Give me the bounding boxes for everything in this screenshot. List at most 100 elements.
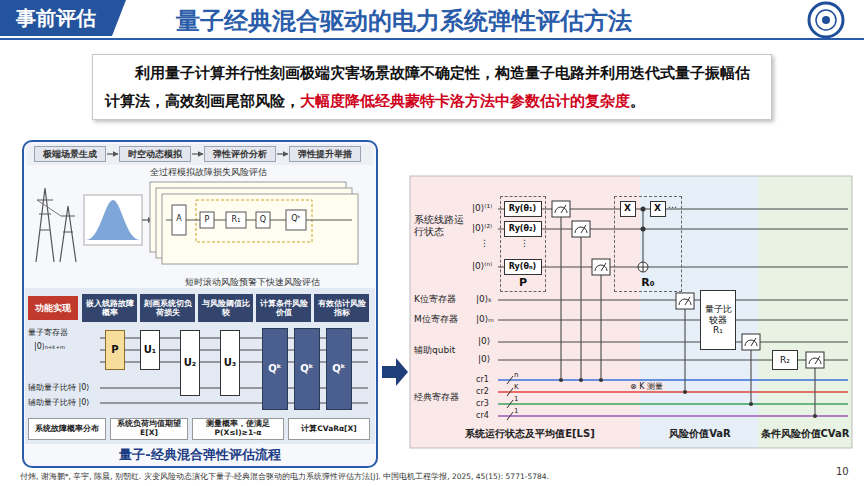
illustration-stroke [641,207,646,212]
illustration-stroke [684,309,685,390]
illustration-stroke [382,358,408,386]
illustration-stroke [507,400,513,408]
gate-box: Ry(θₙ) [504,259,542,275]
illustration-stroke [749,402,753,406]
label: |0⟩ₙ₊ₖ₊ₘ [34,342,65,351]
node-text: 刻画系统切负荷损失 [142,299,193,317]
comparator-box: 量子比较器R₁ [700,290,736,350]
gate-box: Qᵏ [294,328,320,410]
flow-arrow [107,153,118,154]
illustration-stroke [498,391,848,393]
illustration-stroke [559,207,817,419]
section-tab: 事前评估 [0,0,112,36]
step-box: 极端场景生成 [34,146,106,162]
illustration-stroke [112,0,126,36]
label: 量子寄存器 [28,328,68,337]
node-text: 事前评估 [16,7,96,30]
node-text: 与风险阈值比较 [200,299,251,317]
node-text: Qᵏ [268,363,281,375]
label: K [514,383,519,391]
flow-arrow [277,153,288,154]
illustration-stroke [498,342,848,343]
gate-box: R₂ [772,350,798,370]
gate-box: Ry(θ₂) [504,221,542,237]
label: 1 [514,395,518,403]
label: |0⟩ₖ [476,294,492,304]
citation: 付炜, 谢海鹏*, 辛宇, 陈晨, 别朝红. 灾变风险动态演化下量子-经典混合驱… [20,473,549,482]
label: n [514,371,518,379]
label: cr2 [476,387,489,396]
illustration-stroke [685,297,690,305]
illustration-stroke [27,144,373,165]
illustration-stroke [40,230,50,231]
node-text: U₂ [184,357,197,369]
label: 辅助量子比特 |0⟩ [28,383,89,392]
illustration-stroke [498,415,848,417]
header-cell: 嵌入线路故障概率 [82,294,137,322]
header-cell: 刻画系统切负荷损失 [140,294,195,322]
illustration-stroke [498,300,848,301]
illustration-stroke [601,263,606,271]
illustration-stroke [560,217,561,378]
illustration-stroke [751,338,756,346]
label: 经典寄存器 [414,392,459,402]
summary-box: 利用量子计算并行性刻画极端灾害场景故障不确定性，构造量子电路并利用迭代式量子振幅… [92,54,772,120]
label: 条件风险价值CVaR [758,428,852,440]
illustration-stroke [498,209,848,360]
illustration-stroke [638,262,648,272]
illustration-stroke [822,16,830,24]
label: |0⟩⁽²⁾ [472,223,492,233]
node-text: Ry(θₙ) [509,262,536,271]
illustration-stroke [600,275,601,378]
node-text: 弹性评价分析 [213,149,267,159]
node-text: 量子比较器 [703,304,733,325]
label: 系统线路运行状态 [414,214,470,237]
label: 系统运行状态及平均值E[LS] [430,428,630,440]
illustration-stroke [806,352,824,368]
illustration-stroke [200,212,214,228]
gate-box: P [105,330,125,370]
node-text: 计算条件风险价值 [258,299,309,317]
illustration-stroke [142,219,148,220]
node-text: R₂ [780,355,790,365]
gate-box: Qᵏ [262,328,288,410]
illustration-stroke [36,188,54,262]
function-tag: 功能实现 [28,296,78,320]
node-text: R₀ [615,276,681,289]
node-text: P [111,344,118,356]
illustration-stroke [640,176,758,448]
label: P [200,215,214,224]
node-text: P [501,276,545,289]
output-cell: 系统故障概率分布 [28,418,106,440]
step-box: 弹性评价分析 [204,146,276,162]
step-box: 时空动态模拟 [119,146,191,162]
output-cell: 计算CVaRα[X] [288,418,370,440]
label: |0⟩ [478,336,490,346]
illustration-stroke [61,216,75,217]
label: cr4 [476,411,489,420]
label: 辅助量子比特 |0⟩ [28,398,89,407]
meter-symbol [592,259,610,275]
illustration-stroke [23,141,377,467]
illustration-stroke [507,376,513,384]
node-text: 弹性提升举措 [298,149,352,159]
node-text: X [654,203,661,213]
header-cell: 与风险阈值比较 [198,294,253,322]
illustration-stroke [498,267,848,268]
meter-symbol [552,201,570,217]
illustration-stroke [641,227,646,232]
node-text: 极端场景生成 [43,149,97,159]
label: R₁ [226,215,246,224]
label: A [172,214,186,223]
illustration-stroke [25,288,375,444]
flow-arrow [192,153,203,154]
label: |0⟩ [478,354,490,364]
illustration-stroke [750,350,751,402]
gate-box: U₂ [180,330,200,396]
meter-symbol [742,334,760,350]
node-text: 时空动态模拟 [128,149,182,159]
illustration-stroke [592,259,610,275]
node-text: Qᵏ [300,363,313,375]
summary-text: 大幅度降低经典蒙特卡洛方法中参数估计的复杂度 [300,92,630,110]
flow-panel: 量子-经典混合弹性评估流程极端场景生成时空动态模拟弹性评价分析弹性提升举措功能实… [22,140,378,468]
